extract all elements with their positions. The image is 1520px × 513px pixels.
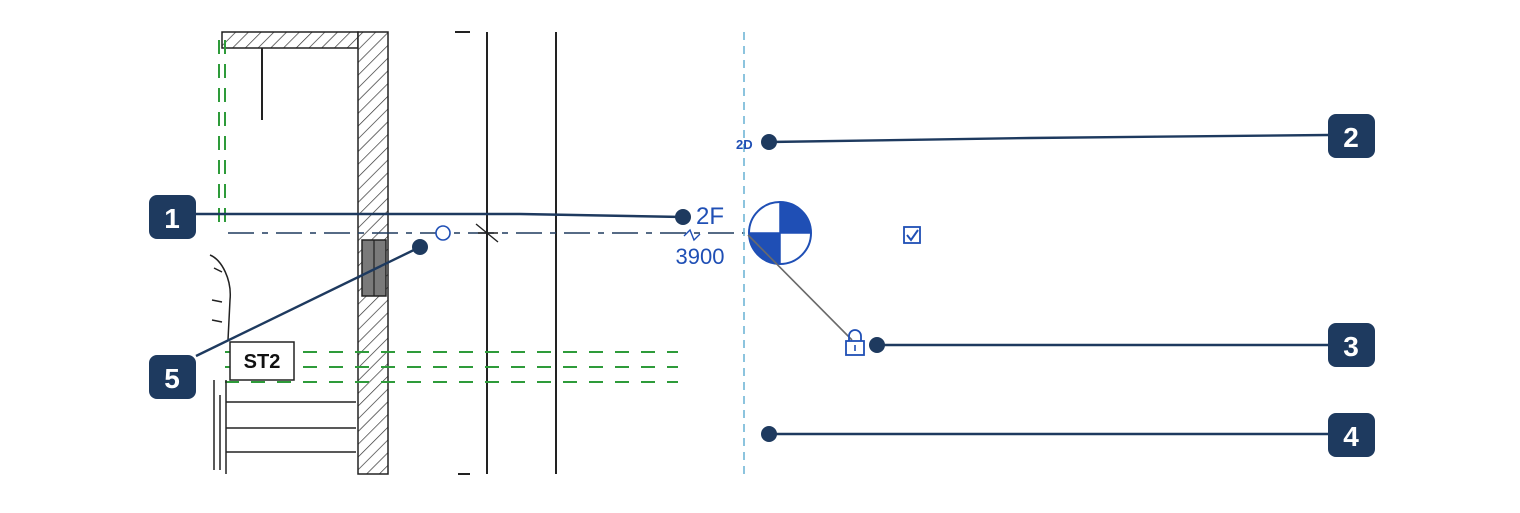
callout-5-dot xyxy=(412,239,428,255)
green-dashed-band xyxy=(225,351,678,383)
level-head-symbol[interactable] xyxy=(748,201,812,265)
level-line[interactable] xyxy=(228,223,745,243)
level-name-label[interactable]: 2F xyxy=(696,203,724,230)
callout-2-number: 2 xyxy=(1343,122,1359,153)
hatched-wall-top xyxy=(221,31,359,49)
show-bubble-checkbox-icon[interactable] xyxy=(903,226,921,244)
callout-4-dot xyxy=(761,426,777,442)
stair-railing xyxy=(209,254,231,470)
room-tag-label: ST2 xyxy=(244,351,281,373)
callout-badge-1: 1 xyxy=(149,195,196,239)
lock-icon[interactable] xyxy=(845,329,865,356)
level-break-symbol xyxy=(683,228,701,242)
callout-leaders xyxy=(195,133,1329,442)
stair-treads xyxy=(225,380,356,474)
level-end-drag-handle[interactable] xyxy=(435,225,451,241)
callout-badge-2: 2 xyxy=(1328,114,1375,158)
callout-badge-4: 4 xyxy=(1328,413,1375,457)
callout-badge-5: 5 xyxy=(149,355,196,399)
room-tag-box xyxy=(229,341,295,381)
callout-5-number: 5 xyxy=(164,363,180,394)
callout-1-dot xyxy=(675,209,691,225)
callout-4-number: 4 xyxy=(1343,421,1359,452)
callout-3-dot xyxy=(869,337,885,353)
alignment-connector xyxy=(747,234,853,341)
level-elevation-label[interactable]: 3900 xyxy=(676,244,725,269)
callout-1-number: 1 xyxy=(164,203,180,234)
callout-2-dot xyxy=(761,134,777,150)
floor-plan: ST2 xyxy=(209,31,678,475)
callout-badge-3: 3 xyxy=(1328,323,1375,367)
callout-3-number: 3 xyxy=(1343,331,1359,362)
view-extent-2d-label[interactable]: 2D xyxy=(736,137,753,152)
